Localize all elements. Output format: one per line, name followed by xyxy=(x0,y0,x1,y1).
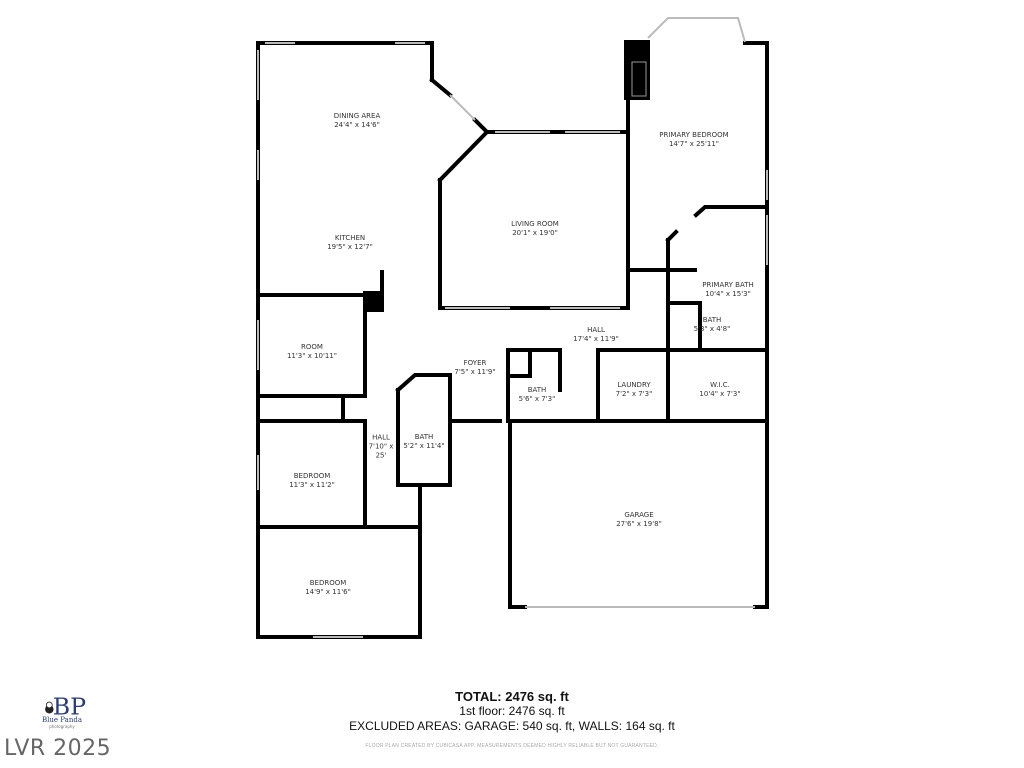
room-name: HALL xyxy=(372,433,390,442)
room-size: 20'1" x 19'0" xyxy=(512,229,558,237)
panda-logo-icon: BP xyxy=(45,694,86,716)
room-label: W.I.C.10'4" x 7'3" xyxy=(699,381,740,399)
room-size: 11'3" x 11'2" xyxy=(289,481,335,489)
room-name: BATH xyxy=(702,316,722,324)
room-size: 19'5" x 12'7" xyxy=(327,243,373,251)
room-size: 7'2" x 7'3" xyxy=(615,390,653,398)
room-name: PRIMARY BATH xyxy=(702,281,754,289)
watermark: LVR 2025 xyxy=(4,736,112,761)
floor-area: 1st floor: 2476 sq. ft xyxy=(459,704,565,718)
room-name: LAUNDRY xyxy=(617,381,651,389)
windows xyxy=(257,17,768,638)
room-size: 5'6" x 7'3" xyxy=(518,395,556,403)
svg-text:BP: BP xyxy=(53,694,86,716)
room-name: BEDROOM xyxy=(309,579,347,587)
disclaimer: FLOOR PLAN CREATED BY CUBICASA APP. MEAS… xyxy=(365,743,659,749)
room-name: BATH xyxy=(527,386,547,394)
room-name: ROOM xyxy=(301,343,323,351)
room-size: 27'6" x 19'8" xyxy=(616,520,662,528)
room-size: 11'3" x 10'11" xyxy=(286,352,338,360)
fireplace-icon xyxy=(631,61,647,97)
room-size: 10'4" x 15'3" xyxy=(705,290,751,298)
room-name: BEDROOM xyxy=(293,472,331,480)
room-name: GARAGE xyxy=(624,511,654,519)
room-name: PRIMARY BEDROOM xyxy=(659,131,729,139)
room-size: 7'5" x 11'9" xyxy=(454,368,496,376)
logo-subtext: photography xyxy=(49,724,75,729)
room-size: 10'4" x 7'3" xyxy=(699,390,741,398)
room-size: 5'2" x 11'4" xyxy=(403,442,445,450)
room-name: W.I.C. xyxy=(710,381,730,389)
room-name: FOYER xyxy=(463,359,487,367)
logo-text: Blue Panda xyxy=(42,716,82,724)
room-name: BATH xyxy=(414,433,434,441)
excluded-areas: EXCLUDED AREAS: GARAGE: 540 sq. ft, WALL… xyxy=(349,719,675,733)
room-size: 17'4" x 11'9" xyxy=(573,335,619,343)
room-size: 24'4" x 14'6" xyxy=(334,121,380,129)
room-name: HALL xyxy=(587,326,605,334)
room-name: KITCHEN xyxy=(334,234,366,242)
room-size: 7'10" x 25' xyxy=(368,442,394,460)
room-name: DINING AREA xyxy=(333,112,381,120)
room-size: 5'3" x 4'8" xyxy=(693,325,731,333)
room-name: LIVING ROOM xyxy=(511,220,559,228)
walls xyxy=(256,40,769,639)
total-area: TOTAL: 2476 sq. ft xyxy=(455,689,569,704)
room-size: 14'7" x 25'11" xyxy=(668,140,720,148)
logo: BP Blue Panda photography xyxy=(32,694,92,729)
room-size: 14'9" x 11'6" xyxy=(305,588,351,596)
